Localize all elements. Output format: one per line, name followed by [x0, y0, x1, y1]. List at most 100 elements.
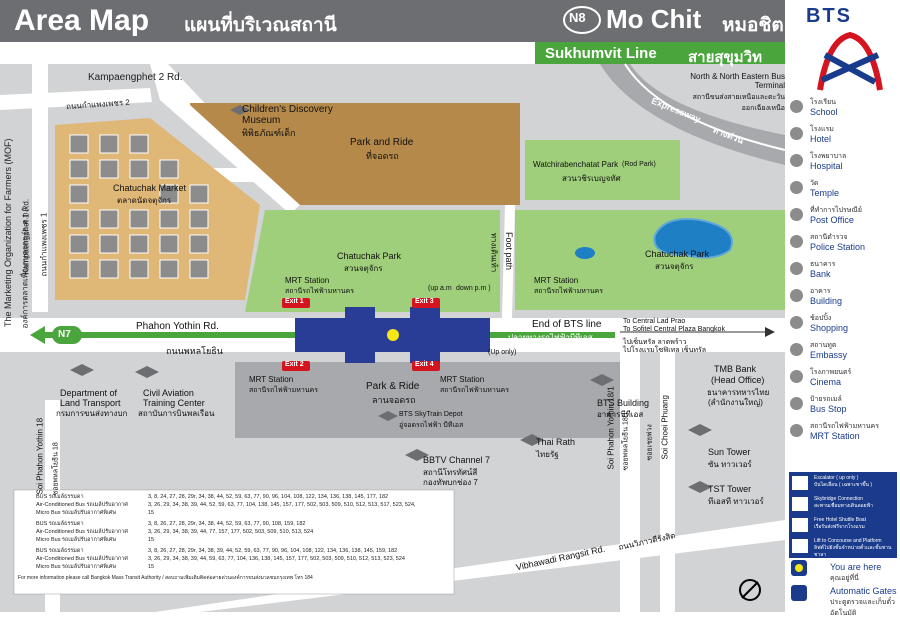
chatuchak-park-1 — [245, 210, 500, 312]
you-are-here-marker — [387, 329, 399, 341]
legend-item-en: School — [810, 107, 838, 117]
n7-badge — [52, 326, 82, 344]
facility-th: สะพานเชื่อมทางเดินลอยฟ้า — [814, 503, 873, 509]
legend-item-th: ช้อปปิ้ง — [810, 315, 832, 322]
bus-row-routes: 3, 26, 29, 34, 38, 39, 44, 59, 63, 77, 1… — [148, 556, 405, 562]
exit2-label: Exit 2 — [285, 361, 304, 368]
label-thai-rath-th: ไทยรัฐ — [536, 450, 559, 459]
hotel-icon — [790, 127, 803, 140]
market-stall — [99, 134, 119, 154]
label-footpath: Foot path — [504, 231, 515, 271]
station-name: Mo Chit — [606, 4, 702, 34]
watchira-park — [525, 140, 680, 200]
label-kampaengphet2: Kampaengphet 2 Rd. — [88, 72, 183, 83]
label-childrens-museum: Children's Discovery Museum — [242, 104, 333, 126]
exit1-badge — [282, 298, 310, 308]
label-tmb-th: ธนาคารทหารไทย — [707, 388, 770, 397]
label-footpath-th: ทางเดินเท้า — [489, 232, 499, 273]
header-bar — [0, 0, 785, 42]
automatic-gates-label-th: ประตูตรวจและเก็บตั๋วอัตโนมัติ — [830, 599, 895, 617]
legend-item-th: สถานีตำรวจ — [810, 234, 848, 241]
map-title: Area Map — [14, 4, 150, 37]
label-mof: The Marketing Organization for Farmers (… — [3, 138, 13, 327]
exit2-badge — [282, 361, 310, 371]
label-soi18-th: ซอยพหลโยธิน 18 — [52, 442, 60, 496]
label-phahon: Phahon Yothin Rd. — [136, 321, 219, 332]
label-lad-prao: To Central Lad Prao — [623, 318, 686, 325]
bus-row-routes: 15 — [148, 564, 155, 570]
market-stall — [159, 159, 179, 179]
market-stall — [129, 234, 149, 254]
legend-item-th: ที่ทำการไปรษณีย์ — [810, 207, 863, 214]
facility-en: Lift to Concourse and Platform — [814, 538, 882, 544]
label-mrt-4-th: สถานีรถไฟฟ้ามหานคร — [440, 387, 509, 394]
automatic-gates-label: Automatic Gates — [830, 586, 897, 596]
facility-en: Free Hotel Shuttle Boat — [814, 517, 866, 523]
bus-row: BUS รถเมล์ธรรมดา 3, 8, 26, 27, 28, 29r, 3… — [18, 520, 450, 528]
you-are-here-label: You are here — [830, 562, 882, 572]
legend-item-en: Temple — [810, 188, 840, 198]
market-stall — [159, 259, 179, 279]
bus-row-routes: 3, 8, 26, 27, 28, 29r, 34, 38, 44, 52, 5… — [148, 521, 306, 527]
label-mof-th: องค์การตลาดเพื่อเกษตรกร (อ.ต.ก.) — [20, 207, 30, 329]
market-stall — [69, 234, 89, 254]
label-bus-terminal: North & North Eastern Bus Terminal — [690, 72, 785, 90]
label-bbtv: BBTV Channel 7 — [423, 455, 491, 465]
legend-item-en: MRT Station — [810, 431, 860, 441]
label-down-pm: down p.m ) — [456, 285, 491, 292]
pond — [575, 247, 595, 259]
bts-logo-icon — [817, 31, 883, 91]
bus-row-label: Micro Bus รถเมล์ปรับอากาศพิเศษ — [36, 564, 116, 570]
bus-row-label: Micro Bus รถเมล์ปรับอากาศพิเศษ — [36, 510, 116, 516]
label-sun-tower: Sun Tower — [708, 447, 751, 457]
building-icon — [790, 289, 803, 302]
bus-row-label: BUS รถเมล์ธรรมดา — [36, 494, 84, 500]
bank-icon — [790, 262, 803, 275]
label-soi18-1-th: ซอยพหลโยธิน 18/1 — [622, 411, 630, 471]
label-tmb2: (Head Office) — [711, 375, 765, 385]
label-watchira-park-paren: (Rod Park) — [622, 161, 656, 168]
market-stall — [129, 259, 149, 279]
legend-item-th: โรงพยาบาล — [810, 153, 847, 160]
building-markers — [70, 105, 712, 493]
police-icon — [790, 235, 803, 248]
label-bbtv-th2: กองทัพบกช่อง 7 — [423, 478, 478, 487]
label-chatuchak-market: Chatuchak Market — [113, 183, 187, 193]
station-code: N8 — [569, 10, 586, 25]
legend-item: โรงภาพยนตร์Cinema — [790, 368, 898, 395]
label-soi18-1: Soi Phahon Yothin 18/1 — [606, 386, 616, 470]
embassy-icon — [790, 343, 803, 356]
market-stall — [189, 234, 209, 254]
bus-table-bg — [13, 489, 455, 595]
automatic-gates-icon — [791, 585, 807, 601]
chatuchak-park-2 — [515, 210, 785, 310]
label-choei-phuang-th: ซอยเชยพ่วง — [646, 424, 654, 461]
line-banner — [535, 42, 785, 64]
market-stall — [99, 159, 119, 179]
temple-icon — [790, 181, 803, 194]
label-mrt-3-th: สถานีรถไฟฟ้ามหานคร — [249, 387, 318, 394]
legend-item: ที่ทำการไปรษณีย์Post Office — [790, 206, 898, 233]
label-kampaengphet1-th: ถนนกำแพงเพชร 1 — [39, 212, 49, 277]
exit4-badge — [412, 361, 440, 371]
bus-row-label: BUS รถเมล์ธรรมดา — [36, 521, 84, 527]
label-watchira-park-th: สวนวชิรเบญจทัศ — [562, 174, 621, 183]
bus-stop-icon — [790, 397, 803, 410]
